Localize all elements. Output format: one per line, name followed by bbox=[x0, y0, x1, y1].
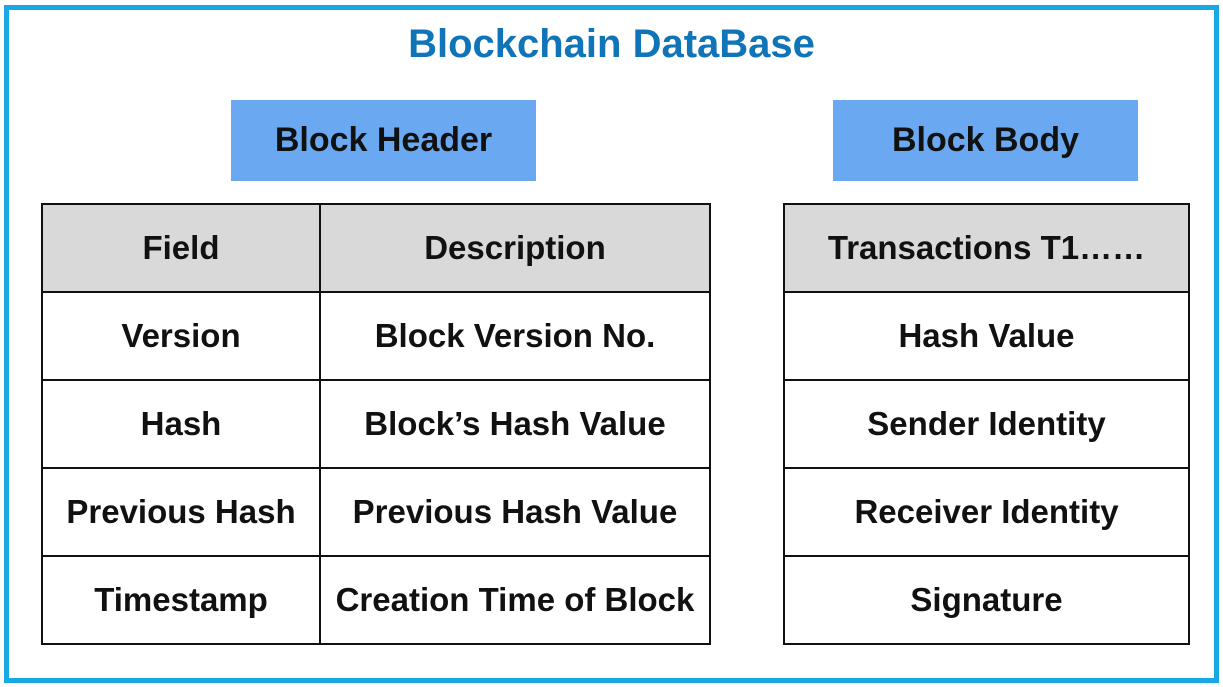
description-cell: Block Version No. bbox=[319, 291, 711, 381]
table-row: Hash Block’s Hash Value bbox=[41, 379, 711, 469]
column-header-transactions: Transactions T1…… bbox=[783, 203, 1190, 293]
table-row: Previous Hash Previous Hash Value bbox=[41, 467, 711, 557]
body-cell: Signature bbox=[783, 555, 1190, 645]
table-row: Sender Identity bbox=[783, 379, 1190, 469]
block-header-table: Field Description Version Block Version … bbox=[41, 203, 711, 645]
table-row: Hash Value bbox=[783, 291, 1190, 381]
description-cell: Block’s Hash Value bbox=[319, 379, 711, 469]
field-cell: Version bbox=[41, 291, 321, 381]
body-cell: Hash Value bbox=[783, 291, 1190, 381]
block-body-table: Transactions T1…… Hash Value Sender Iden… bbox=[783, 203, 1190, 645]
body-cell: Sender Identity bbox=[783, 379, 1190, 469]
table-row: Signature bbox=[783, 555, 1190, 645]
field-cell: Previous Hash bbox=[41, 467, 321, 557]
table-row: Timestamp Creation Time of Block bbox=[41, 555, 711, 645]
diagram-title: Blockchain DataBase bbox=[408, 22, 815, 66]
table-header-row: Field Description bbox=[41, 203, 711, 293]
field-cell: Hash bbox=[41, 379, 321, 469]
description-cell: Creation Time of Block bbox=[319, 555, 711, 645]
table-row: Receiver Identity bbox=[783, 467, 1190, 557]
field-cell: Timestamp bbox=[41, 555, 321, 645]
body-cell: Receiver Identity bbox=[783, 467, 1190, 557]
description-cell: Previous Hash Value bbox=[319, 467, 711, 557]
block-header-label: Block Header bbox=[231, 100, 536, 181]
block-body-label: Block Body bbox=[833, 100, 1138, 181]
column-header-field: Field bbox=[41, 203, 321, 293]
table-row: Version Block Version No. bbox=[41, 291, 711, 381]
table-header-row: Transactions T1…… bbox=[783, 203, 1190, 293]
column-header-description: Description bbox=[319, 203, 711, 293]
